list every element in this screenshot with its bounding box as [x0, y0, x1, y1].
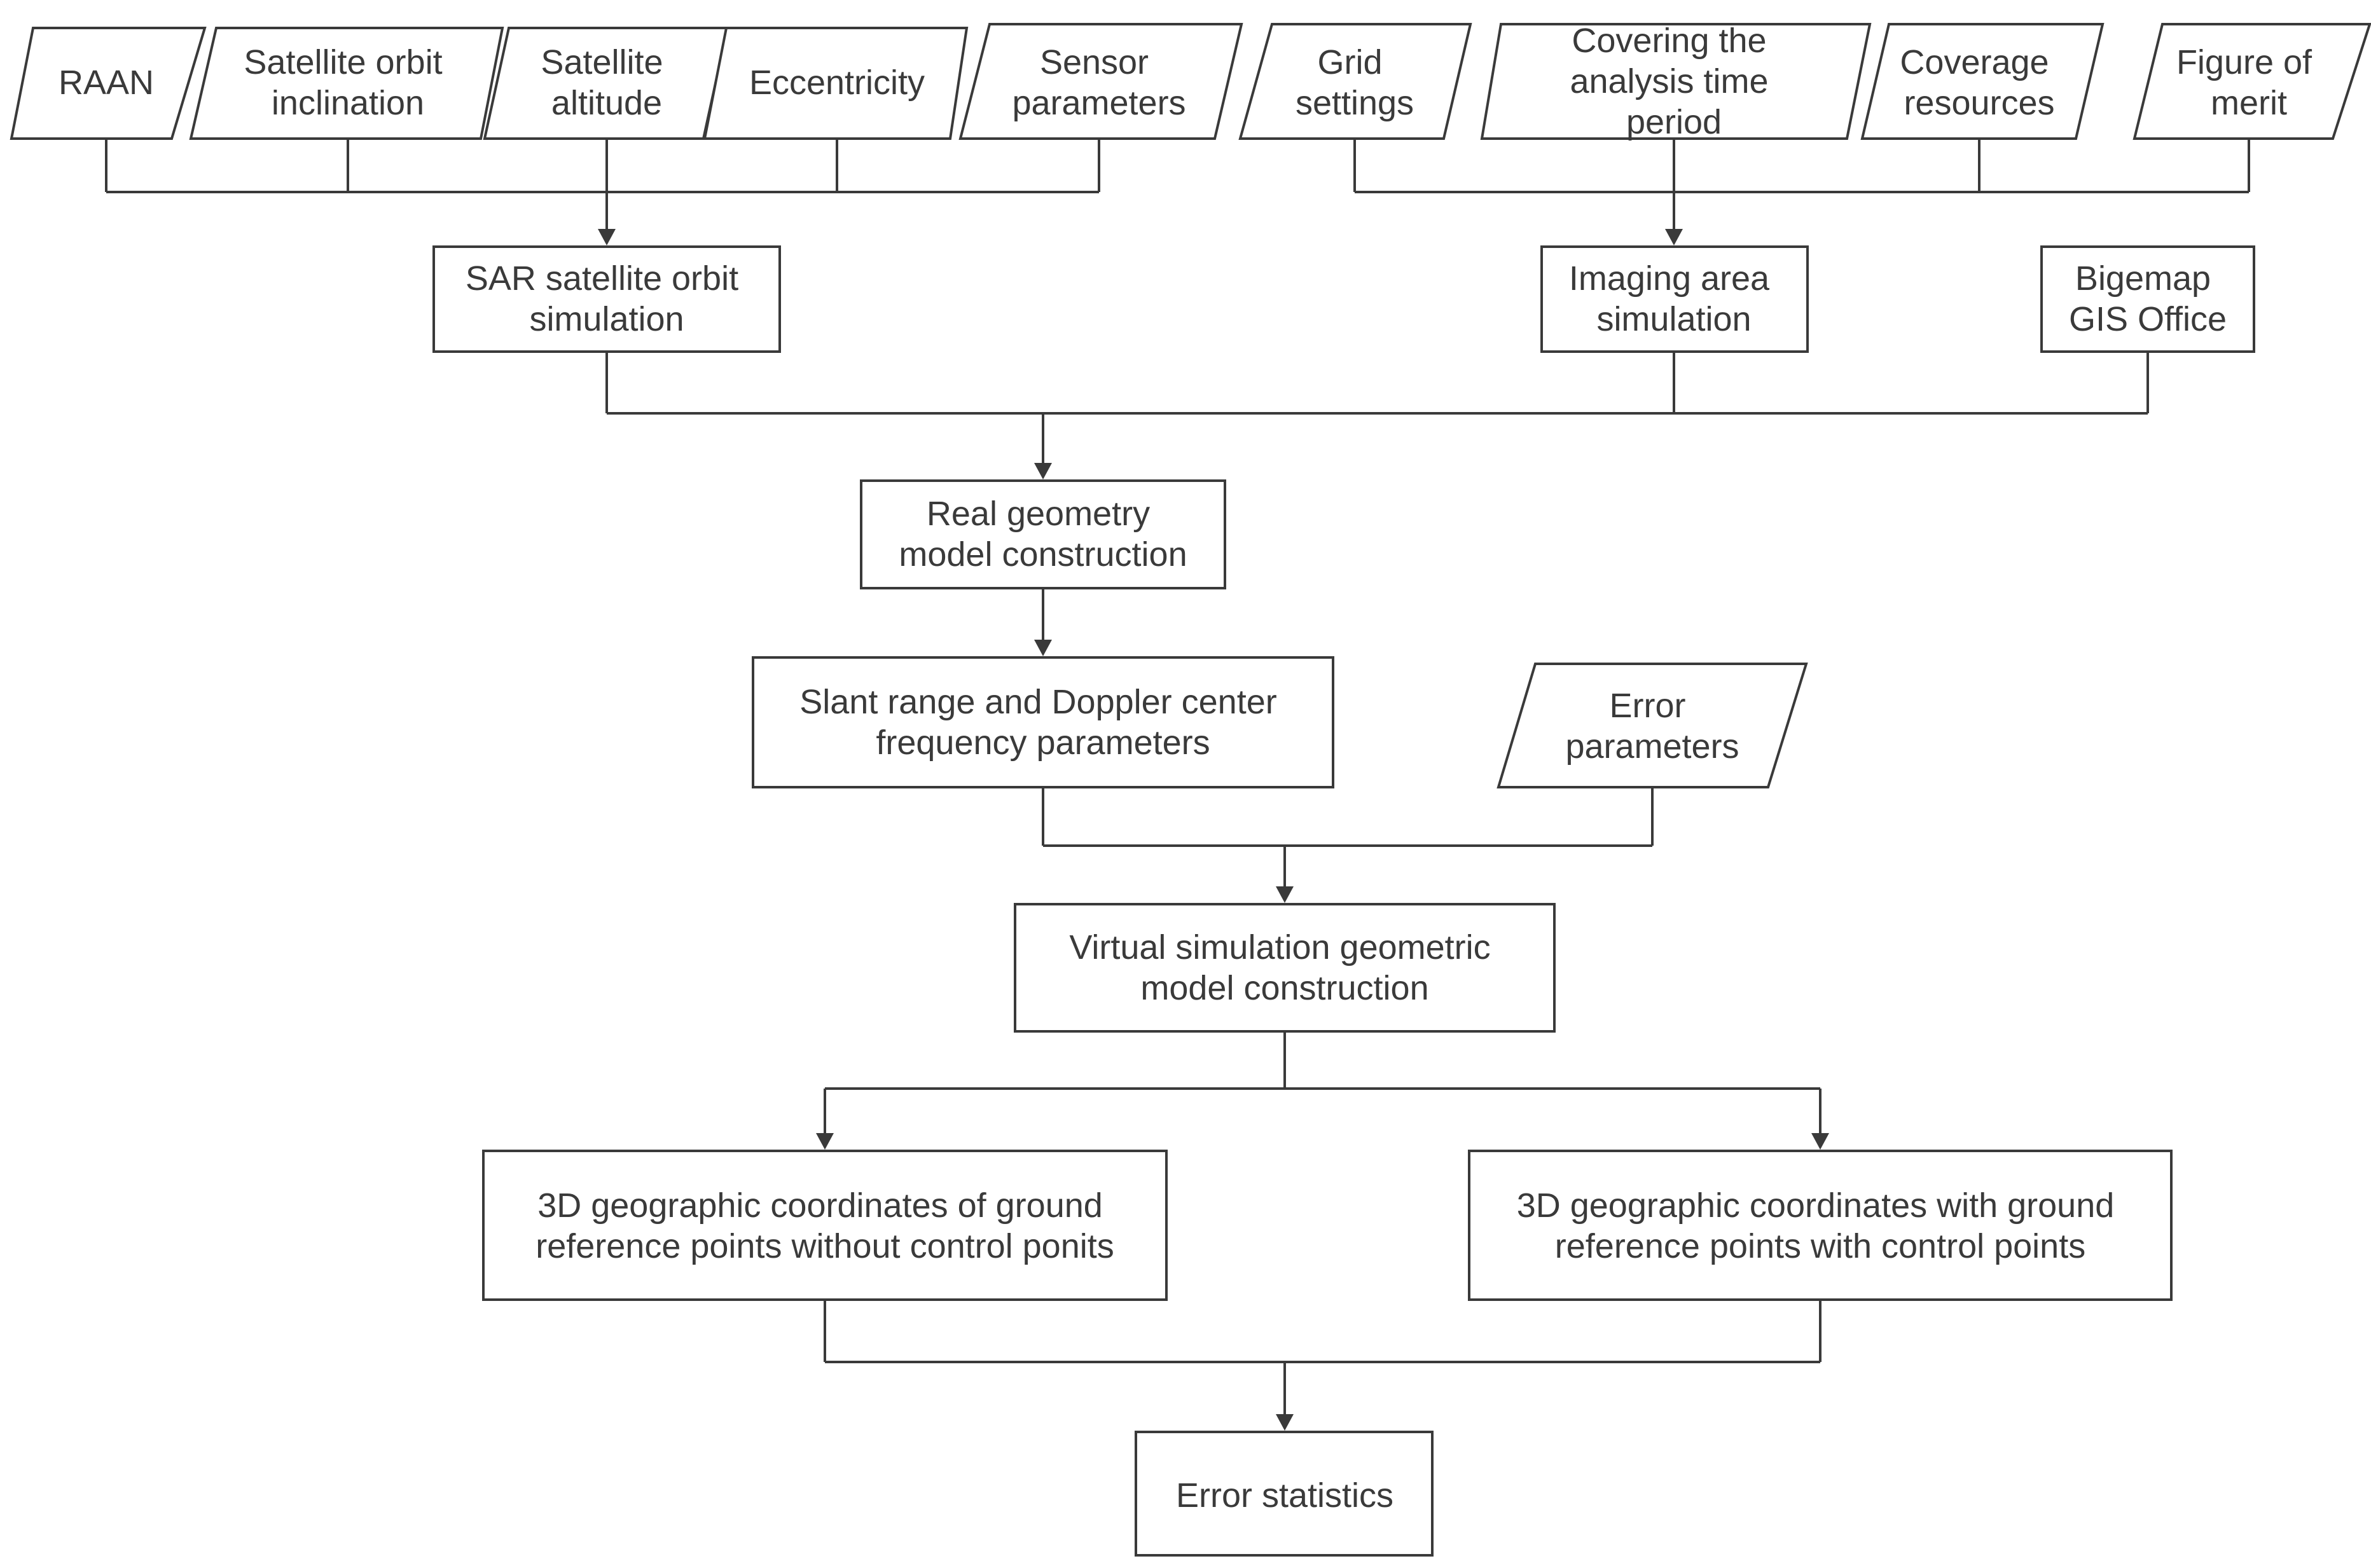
- arrowhead-coords-without: [816, 1133, 834, 1150]
- process-slant-range-label: Slant range and Doppler center frequency…: [799, 683, 1287, 762]
- process-real-geometry-model-construction: Real geometry model construction: [860, 479, 1226, 589]
- process-imaging-area-simulation: Imaging area simulation: [1540, 245, 1809, 353]
- arrowhead-imaging-area: [1665, 229, 1683, 245]
- input-sensor-label: Sensor parameters: [1012, 43, 1186, 122]
- process-coords-with-label: 3D geographic coordinates with ground re…: [1517, 1186, 2124, 1265]
- process-error-stats-label: Error statistics: [1176, 1476, 1393, 1515]
- process-real-geometry-label: Real geometry model construction: [899, 495, 1187, 574]
- input-error-params-label: Error parameters: [1565, 687, 1739, 766]
- input-satellite-orbit-inclination: Satellite orbit inclination: [189, 27, 504, 140]
- input-raan-label: RAAN: [59, 64, 154, 102]
- input-grid-label: Grid settings: [1296, 43, 1414, 122]
- input-coverage-label: Coverage resources: [1900, 43, 2058, 122]
- input-figure-of-merit: Figure of merit: [2133, 23, 2371, 140]
- arrowhead-real-geometry: [1034, 463, 1052, 479]
- process-sar-satellite-orbit-simulation: SAR satellite orbit simulation: [432, 245, 781, 353]
- input-sensor-parameters: Sensor parameters: [958, 23, 1243, 140]
- input-error-parameters: Error parameters: [1497, 663, 1808, 788]
- arrowhead-sar-orbit: [598, 229, 616, 245]
- input-eccentricity: Eccentricity: [703, 27, 969, 140]
- arrowhead-coords-with: [1811, 1133, 1829, 1150]
- process-virtual-simulation-geometric-model: Virtual simulation geometric model const…: [1014, 903, 1556, 1033]
- connectors: [105, 139, 2250, 1431]
- process-coords-without-control-points: 3D geographic coordinates of ground refe…: [482, 1150, 1168, 1301]
- process-coords-with-control-points: 3D geographic coordinates with ground re…: [1468, 1150, 2173, 1301]
- input-satellite-altitude: Satellite altitude: [483, 27, 729, 140]
- input-eccentricity-label: Eccentricity: [749, 64, 925, 102]
- input-inclination-label: Satellite orbit inclination: [244, 43, 452, 122]
- process-slant-range-doppler-parameters: Slant range and Doppler center frequency…: [752, 656, 1334, 788]
- process-bigemap-label: Bigemap GIS Office: [2069, 259, 2227, 338]
- input-coverage-resources: Coverage resources: [1860, 23, 2105, 140]
- input-altitude-label: Satellite altitude: [541, 43, 672, 122]
- process-imaging-area-label: Imaging area simulation: [1569, 259, 1779, 338]
- input-covering-analysis-time-period: Covering the analysis time period: [1480, 22, 1872, 141]
- input-figure-of-merit-label: Figure of merit: [2176, 43, 2321, 122]
- arrowhead-slant-range: [1034, 640, 1052, 656]
- arrowhead-error-stats: [1276, 1414, 1294, 1431]
- input-grid-settings: Grid settings: [1238, 23, 1472, 140]
- arrowhead-virtual-sim: [1276, 886, 1294, 903]
- process-coords-without-label: 3D geographic coordinates of ground refe…: [536, 1186, 1114, 1265]
- input-covering-label: Covering the analysis time period: [1570, 22, 1778, 141]
- process-virtual-sim-label: Virtual simulation geometric model const…: [1069, 928, 1500, 1007]
- process-bigemap-gis-office: Bigemap GIS Office: [2040, 245, 2255, 353]
- process-sar-orbit-label: SAR satellite orbit simulation: [466, 259, 748, 338]
- process-error-statistics: Error statistics: [1135, 1431, 1434, 1557]
- input-raan: RAAN: [10, 27, 207, 140]
